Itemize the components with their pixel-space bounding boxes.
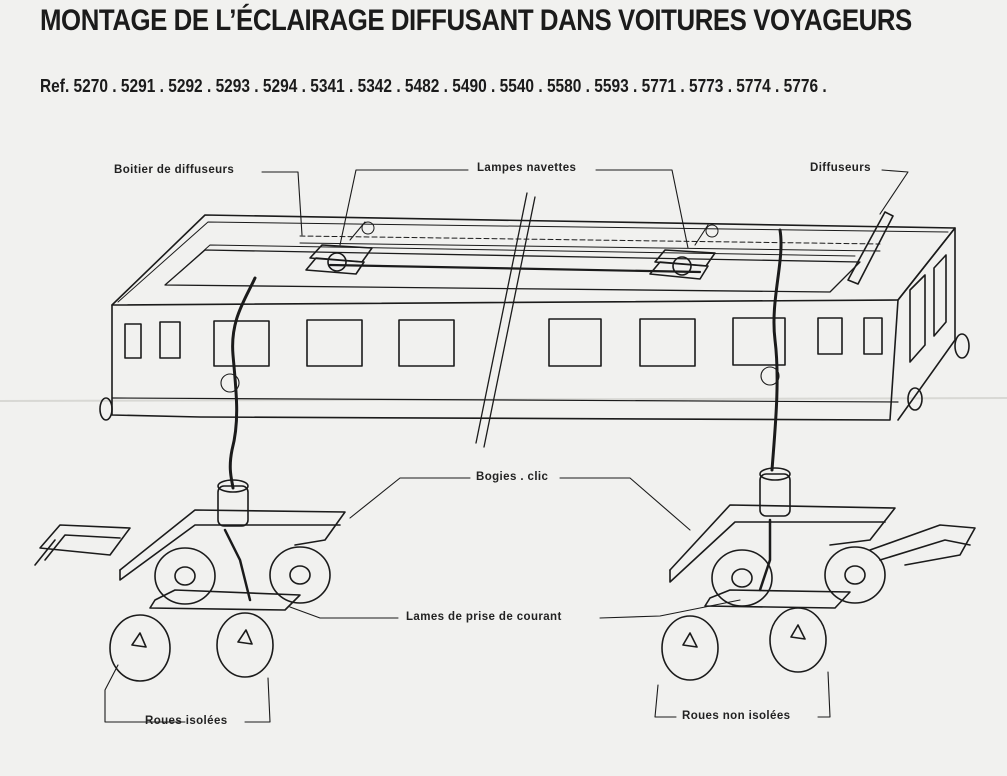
- label-diffuseurs: Diffuseurs: [810, 162, 871, 174]
- wheel: [825, 547, 885, 603]
- window: [640, 319, 695, 366]
- non-isolated-wheel: [662, 616, 718, 680]
- pickup-blade: [705, 590, 850, 608]
- window: [307, 320, 362, 366]
- wheel: [270, 547, 330, 603]
- cutaway-rod: [476, 193, 535, 447]
- bogie-left: [35, 480, 345, 681]
- bogie-pivot: [760, 474, 790, 516]
- label-lampes-navettes: Lampes navettes: [477, 162, 577, 174]
- wire-left: [230, 278, 255, 488]
- label-boitier-diffuseurs: Boitier de diffuseurs: [114, 164, 235, 176]
- isolated-wheel: [217, 613, 273, 677]
- bogie-right: [662, 468, 975, 680]
- label-bogies-clic: Bogies . clic: [476, 471, 549, 483]
- lamp-wire: [330, 265, 700, 272]
- window: [399, 320, 454, 366]
- coach-body: [100, 212, 969, 420]
- bogie-pivot: [218, 486, 248, 526]
- coach-end: [898, 228, 955, 420]
- buffer: [908, 388, 922, 410]
- window: [214, 321, 269, 366]
- window: [733, 318, 785, 365]
- window: [549, 319, 601, 366]
- label-lames-prise-courant: Lames de prise de courant: [406, 611, 562, 623]
- diffuser-bar: [848, 212, 893, 284]
- coach-side: [112, 300, 898, 420]
- isolated-wheel: [110, 615, 170, 681]
- shuttle-lamp: [650, 225, 718, 279]
- label-roues-isolees: Roues isolées: [145, 715, 228, 727]
- leader-lines: [105, 170, 908, 722]
- page-title: MONTAGE DE L’ÉCLAIRAGE DIFFUSANT DANS VO…: [40, 4, 912, 37]
- label-roues-non-isolees: Roues non isolées: [682, 710, 791, 722]
- pickup-blade: [150, 590, 300, 610]
- buffer: [100, 398, 112, 420]
- shuttle-lamp: [306, 222, 374, 274]
- diffuser-housing: [165, 250, 860, 292]
- buffer: [955, 334, 969, 358]
- non-isolated-wheel: [770, 608, 826, 672]
- wire-right: [772, 230, 781, 470]
- reference-list: Ref. 5270 . 5291 . 5292 . 5293 . 5294 . …: [40, 76, 827, 96]
- wheel: [155, 548, 215, 604]
